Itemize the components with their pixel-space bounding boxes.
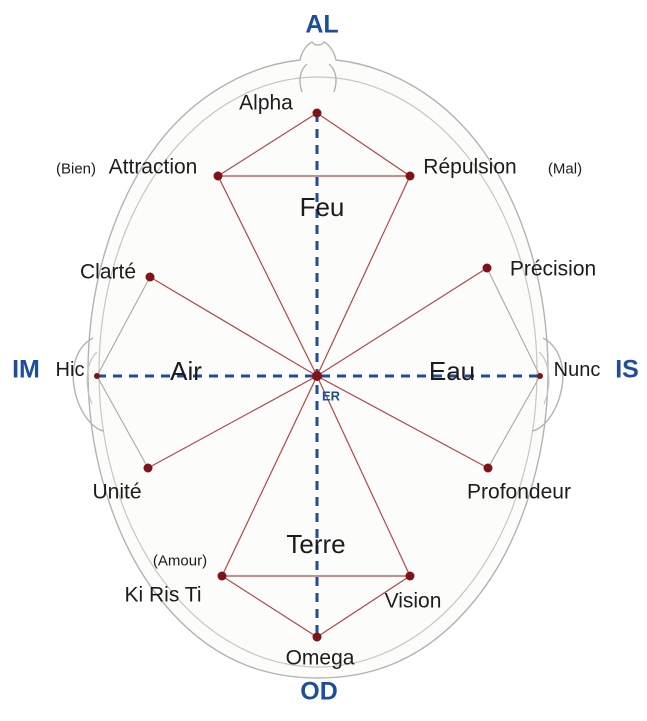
label-attraction: Attraction [108, 155, 198, 179]
edge-er-precision [316, 267, 488, 377]
label-unite: Unité [92, 480, 142, 504]
right-ear [531, 337, 564, 432]
node-dots [94, 108, 543, 642]
edge-er-kiristi [221, 375, 318, 577]
edge-er-attraction [217, 175, 318, 377]
dot-omega [312, 632, 322, 642]
label-clarte: Clarté [79, 260, 137, 284]
label-od: OD [300, 677, 338, 706]
label-im: IM [12, 355, 40, 384]
dot-kiristi [217, 571, 227, 581]
label-hic: Hic [55, 359, 85, 381]
radial-and-triangle-edges [147, 112, 489, 638]
label-feu: Feu [299, 192, 345, 222]
edge-er-clarte [149, 276, 318, 377]
label-amour: (Amour) [152, 552, 208, 570]
nostril-right [328, 63, 337, 93]
label-terre: Terre [286, 529, 346, 559]
label-nunc: Nunc [553, 359, 601, 381]
edge-ear_right-precision [486, 267, 541, 377]
dot-clarte [145, 272, 155, 282]
dot-repulsion [405, 171, 415, 181]
label-er: ER [321, 388, 341, 404]
label-mal: (Mal) [547, 160, 583, 178]
edge-alpha-attraction [217, 112, 318, 177]
label-profondeur: Profondeur [467, 480, 571, 504]
edge-er-profondeur [316, 375, 489, 469]
dot-precision [482, 263, 492, 273]
left-ear [72, 337, 105, 432]
label-repulsion: Répulsion [423, 155, 517, 179]
edge-er-repulsion [316, 175, 411, 377]
dot-alpha [312, 108, 322, 118]
edge-ear_left-unite [96, 375, 149, 469]
dot-ear_left [94, 373, 100, 379]
edge-omega-vision [316, 575, 411, 638]
dot-er [312, 371, 322, 381]
label-precision: Précision [509, 257, 597, 281]
label-al: AL [305, 10, 339, 39]
nostril-left [299, 63, 308, 93]
label-kiristi: Ki Ris Ti [124, 583, 202, 607]
label-omega: Omega [285, 646, 355, 670]
label-bien: (Bien) [55, 160, 97, 178]
edge-er-unite [147, 375, 318, 469]
label-alpha: Alpha [239, 91, 293, 115]
label-is: IS [615, 355, 639, 384]
right-ear-inner [538, 351, 550, 405]
dot-attraction [213, 171, 223, 181]
label-eau: Eau [428, 356, 476, 386]
edge-ear_left-clarte [96, 276, 151, 377]
edge-ear_right-profondeur [487, 375, 541, 469]
label-air: Air [170, 356, 202, 386]
dot-profondeur [483, 463, 493, 473]
dot-unite [143, 463, 153, 473]
dot-ear_right [537, 373, 543, 379]
edge-omega-kiristi [221, 575, 318, 638]
edge-er-vision [316, 375, 411, 577]
ear-triangle-edges [96, 267, 541, 469]
edge-alpha-repulsion [316, 112, 411, 177]
label-vision: Vision [384, 589, 442, 613]
dot-vision [405, 571, 415, 581]
left-ear-inner [86, 351, 98, 405]
